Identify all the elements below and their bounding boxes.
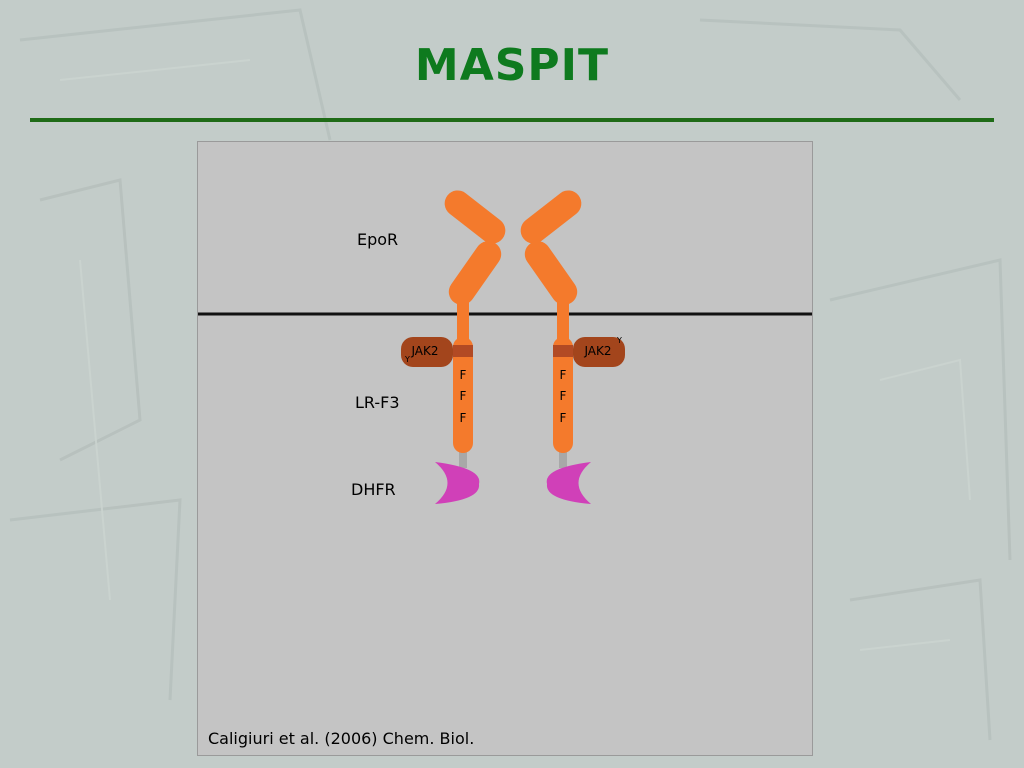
left-residue-f: F — [460, 389, 467, 403]
diagram-panel: JAK2 JAK2 Y Y F F F F F F EpoR LR-F3 DHF… — [197, 141, 813, 756]
left-epor-upper-domain — [444, 190, 506, 244]
right-linker — [559, 450, 567, 468]
left-jak2-blob — [401, 337, 453, 367]
left-linker — [459, 450, 467, 468]
right-residue-f: F — [560, 368, 567, 382]
dhfr-label: DHFR — [351, 480, 396, 499]
right-receptor-chain — [520, 190, 582, 453]
left-dhfr-crescent — [435, 462, 480, 504]
right-lrf3-domain — [553, 337, 573, 453]
left-jak2-label: JAK2 — [410, 344, 438, 358]
right-residue-f: F — [560, 411, 567, 425]
left-transmembrane-segment — [457, 300, 469, 340]
right-dhfr-crescent — [546, 462, 591, 504]
left-residue-f: F — [460, 411, 467, 425]
right-jak2-label: JAK2 — [583, 344, 611, 358]
left-receptor-chain — [444, 190, 506, 453]
right-residue-f: F — [560, 389, 567, 403]
left-box1-band — [453, 345, 473, 357]
lrf3-label: LR-F3 — [355, 393, 400, 412]
slide-title: MASPIT — [414, 40, 610, 91]
left-residue-f: F — [460, 368, 467, 382]
title-divider — [30, 118, 994, 122]
right-epor-upper-domain — [520, 190, 582, 244]
epor-label: EpoR — [357, 230, 399, 249]
right-box1-band — [553, 345, 573, 357]
right-transmembrane-segment — [557, 300, 569, 340]
right-phospho-y: Y — [616, 336, 622, 345]
right-jak2-blob — [573, 337, 625, 367]
left-epor-lower-domain — [448, 241, 502, 305]
left-lrf3-domain — [453, 337, 473, 453]
right-epor-lower-domain — [524, 241, 578, 305]
citation: Caligiuri et al. (2006) Chem. Biol. — [208, 729, 475, 748]
left-phospho-y: Y — [404, 355, 410, 364]
maspit-diagram: JAK2 JAK2 Y Y F F F F F F — [198, 190, 812, 504]
